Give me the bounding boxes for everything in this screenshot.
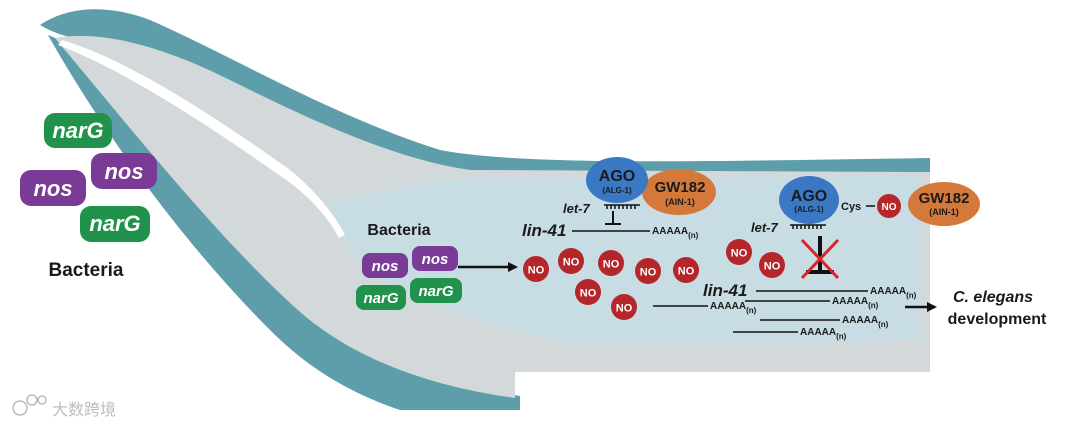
outside-narg-pill-2: narG [80, 206, 150, 242]
svg-text:NO: NO [528, 265, 545, 277]
svg-text:narG: narG [418, 283, 453, 300]
watermark: 大数跨境 [12, 394, 116, 419]
left-gw182-protein: GW182 (AIN-1) [642, 169, 716, 215]
no-molecule: NO [558, 248, 584, 274]
worm-lumen [330, 176, 920, 345]
right-risc-complex: AGO (ALG-1) Cys NO GW182 (AIN-1) let-7 [751, 176, 980, 280]
right-ago-protein: AGO (ALG-1) [779, 176, 839, 224]
inside-bacteria-group: Bacteria nos nos narG narG [356, 222, 462, 310]
right-gw182-protein: GW182 (AIN-1) [908, 182, 980, 226]
svg-text:GW182: GW182 [655, 179, 706, 196]
svg-text:AAAAA(n): AAAAA(n) [870, 286, 917, 300]
right-let7-mirna-strand [790, 224, 826, 229]
no-molecule: NO [523, 256, 549, 282]
svg-text:AAAAA(n): AAAAA(n) [832, 296, 879, 310]
no-molecule: NO [611, 294, 637, 320]
svg-text:AGO: AGO [599, 168, 635, 185]
svg-text:AGO: AGO [791, 188, 827, 205]
svg-text:NO: NO [580, 288, 597, 300]
svg-text:GW182: GW182 [919, 190, 970, 207]
no-molecule: NO [759, 252, 785, 278]
right-lin41-label: lin-41 [703, 281, 747, 300]
svg-text:nos: nos [104, 159, 143, 184]
right-blocked-repression-bar [806, 236, 834, 274]
red-x-cross-icon [800, 238, 840, 280]
no-molecule: NO [673, 257, 699, 283]
no-molecule: NO [726, 239, 752, 265]
left-ago-protein: AGO (ALG-1) [586, 157, 648, 203]
svg-text:NO: NO [563, 257, 580, 269]
no-molecule: NO [598, 250, 624, 276]
svg-text:NO: NO [603, 259, 620, 271]
svg-text:NO: NO [764, 261, 781, 273]
left-let7-label: let-7 [563, 201, 591, 216]
outside-bacteria-label: Bacteria [49, 260, 124, 281]
watermark-text: 大数跨境 [52, 400, 116, 419]
svg-text:NO: NO [882, 202, 897, 213]
inside-narg-pill-1: narG [356, 285, 406, 310]
svg-text:NO: NO [616, 303, 633, 315]
worm-body [40, 9, 930, 410]
outside-bacteria-group: narG nos nos narG Bacteria [20, 113, 157, 281]
outcome-species-label: C. elegans [953, 289, 1033, 306]
watermark-logo-icon [12, 394, 47, 416]
no-molecule: NO [575, 279, 601, 305]
no-molecule: NO [635, 258, 661, 284]
svg-text:AAAAA(n): AAAAA(n) [800, 327, 847, 341]
outside-nos-pill-2: nos [91, 153, 157, 189]
outside-narg-pill-1: narG [44, 113, 112, 148]
right-cys-label: Cys [841, 201, 861, 213]
svg-text:(ALG-1): (ALG-1) [602, 186, 632, 195]
inside-narg-pill-2: narG [410, 278, 462, 303]
worm-lower-shell [48, 35, 520, 410]
svg-text:nos: nos [422, 251, 449, 268]
svg-text:(AIN-1): (AIN-1) [665, 197, 695, 207]
right-let7-label: let-7 [751, 220, 779, 235]
svg-text:AAAAA(n): AAAAA(n) [710, 301, 757, 315]
svg-text:nos: nos [372, 258, 399, 275]
svg-text:NO: NO [640, 267, 657, 279]
svg-text:narG: narG [89, 211, 140, 236]
svg-text:NO: NO [678, 266, 695, 278]
svg-text:(ALG-1): (ALG-1) [794, 205, 824, 214]
no-molecules: NO NO NO NO NO NO NO NO NO [523, 239, 785, 320]
svg-text:narG: narG [363, 290, 398, 307]
left-polya-tail: AAAAA(n) [652, 226, 699, 240]
derepressed-lin41-mrnas: lin-41 AAAAA(n) AAAAA(n) AAAAA(n) AAAAA(… [653, 281, 917, 341]
left-lin41-label: lin-41 [522, 221, 566, 240]
svg-text:AAAAA(n): AAAAA(n) [842, 315, 889, 329]
worm-outer-shell [40, 9, 930, 177]
left-let7-mirna-strand [604, 204, 640, 209]
left-risc-complex: GW182 (AIN-1) AGO (ALG-1) let-7 lin-41 A… [522, 157, 716, 240]
outcome-development-label: development [948, 311, 1047, 328]
cys-bound-no-molecule: NO [877, 194, 901, 218]
inside-nos-pill-2: nos [412, 246, 458, 271]
inside-nos-pill-1: nos [362, 253, 408, 278]
svg-text:(AIN-1): (AIN-1) [929, 207, 959, 217]
inside-bacteria-label: Bacteria [367, 222, 430, 239]
outside-nos-pill-1: nos [20, 170, 86, 206]
left-repression-bar [605, 211, 621, 225]
svg-text:NO: NO [731, 248, 748, 260]
svg-text:narG: narG [52, 118, 103, 143]
svg-text:nos: nos [33, 176, 72, 201]
